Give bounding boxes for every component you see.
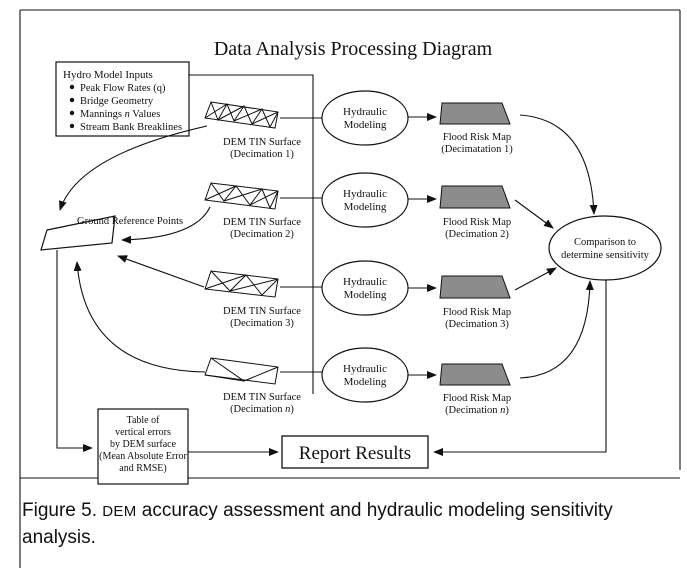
figure-caption: Figure 5. DEM accuracy assessment and hy… [22, 498, 662, 551]
model-label: Hydraulic [343, 276, 387, 288]
model-label: Modeling [344, 119, 387, 131]
dem-sublabel: (Decimation 3) [230, 318, 294, 329]
dem-to-ground-arrow [121, 206, 211, 244]
map-to-comparison-arrow [519, 280, 594, 379]
map-label: Flood Risk Map [443, 307, 511, 318]
bullet-icon [69, 84, 75, 90]
inputs-heading: Hydro Model Inputs [63, 69, 153, 81]
model-label: Hydraulic [343, 188, 387, 200]
map-to-comparison-arrow [514, 267, 557, 291]
dem-to-ground-arrow [117, 255, 205, 288]
comparison-node: Comparison to determine sensitivity [548, 215, 662, 281]
map-sublabel: (Decimation 2) [445, 229, 509, 240]
flood-risk-map-3 [439, 275, 511, 299]
map-sublabel: (Decimation n) [445, 405, 509, 416]
dem-tin-surface-1 [204, 101, 279, 129]
caption-prefix: Figure 5. [22, 500, 103, 521]
dem-label: DEM TIN Surface [223, 217, 301, 228]
dem-labels: DEM TIN Surface (Decimation 1) DEM TIN S… [223, 137, 301, 415]
comparison-label: determine sensitivity [561, 250, 650, 261]
ground-to-table-arrow [56, 250, 93, 452]
flood-risk-map-2 [439, 185, 511, 209]
table-box-label: by DEM surface [110, 439, 177, 450]
comparison-label: Comparison to [574, 237, 636, 248]
bullet-icon [69, 97, 75, 103]
model-label: Hydraulic [343, 106, 387, 118]
ground-reference-shape [40, 215, 116, 251]
flood-risk-map-1 [439, 102, 511, 125]
report-results-box [281, 435, 429, 469]
table-box-label: (Mean Absolute Error [99, 451, 187, 462]
inputs-box [55, 61, 190, 137]
report-results-label: Report Results [299, 443, 411, 464]
dem-tin-surface-3 [204, 270, 279, 298]
dem-sublabel: (Decimation 2) [230, 229, 294, 240]
inputs-bus-line [189, 74, 314, 394]
dem-to-ground-arrow [59, 125, 208, 211]
input-item: Peak Flow Rates (q) [80, 83, 166, 94]
hydraulic-model-3: Hydraulic Modeling [321, 260, 409, 316]
bullet-icon [69, 123, 75, 129]
dem-label: DEM TIN Surface [223, 306, 301, 317]
map-to-comparison-arrow [519, 114, 598, 215]
hydraulic-model-n: Hydraulic Modeling [321, 347, 409, 403]
input-item: Bridge Geometry [80, 96, 154, 107]
inputs-list: Peak Flow Rates (q) Bridge Geometry Mann… [69, 83, 182, 133]
vertical-errors-table-box [97, 408, 189, 485]
caption-dem: DEM [102, 503, 137, 520]
dem-tin-surface-n [204, 357, 279, 385]
hydraulic-model-2: Hydraulic Modeling [321, 172, 409, 228]
bullet-icon [69, 110, 75, 116]
table-box-label: and RMSE) [119, 463, 167, 474]
caption-text: accuracy assessment and hydraulic modeli… [22, 500, 613, 548]
dem-label: DEM TIN Surface [223, 137, 301, 148]
dem-tin-surface-2 [204, 182, 279, 210]
dem-sublabel: (Decimation n) [230, 404, 294, 415]
diagram-title: Data Analysis Processing Diagram [214, 38, 493, 60]
dem-sublabel: (Decimation 1) [230, 149, 294, 160]
dem-label: DEM TIN Surface [223, 392, 301, 403]
model-label: Modeling [344, 289, 387, 301]
ground-reference-label: Ground Reference Points [77, 216, 183, 227]
map-sublabel: (Decimatation 1) [441, 144, 513, 155]
map-label: Flood Risk Map [443, 217, 511, 228]
map-sublabel: (Decimation 3) [445, 319, 509, 330]
model-label: Modeling [344, 376, 387, 388]
flood-risk-map-n [439, 363, 511, 386]
hydraulic-model-1: Hydraulic Modeling [321, 90, 409, 146]
flood-map-labels: Flood Risk Map (Decimatation 1) Flood Ri… [441, 132, 513, 416]
table-box-label: vertical errors [115, 427, 171, 438]
model-label: Modeling [344, 201, 387, 213]
input-item: Mannings n Values [80, 109, 160, 120]
input-item: Stream Bank Breaklines [80, 122, 182, 133]
table-box-label: Table of [127, 415, 161, 426]
map-label: Flood Risk Map [443, 132, 511, 143]
dem-to-ground-arrow [73, 261, 206, 373]
map-to-comparison-arrow [514, 199, 554, 229]
comparison-to-report-arrow [433, 280, 607, 456]
model-label: Hydraulic [343, 363, 387, 375]
map-label: Flood Risk Map [443, 393, 511, 404]
